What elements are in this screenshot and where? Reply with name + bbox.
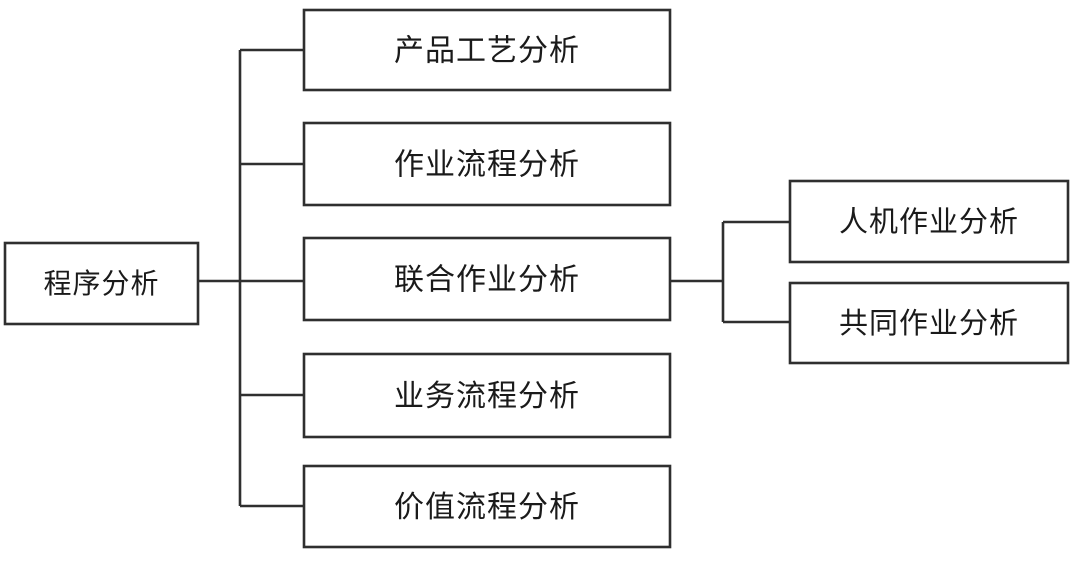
level1-node-label-1: 作业流程分析	[394, 149, 580, 182]
level1-node-label-0: 产品工艺分析	[394, 35, 580, 68]
level2-node-label-1: 共同作业分析	[839, 307, 1019, 340]
level1-node-box-2[interactable]	[302, 236, 672, 322]
level1-node-box-0[interactable]	[302, 8, 672, 92]
root-node-label: 程序分析	[43, 268, 159, 300]
level2-node-label-0: 人机作业分析	[839, 206, 1019, 239]
level1-node-box-3[interactable]	[302, 352, 672, 439]
level1-node-box-4[interactable]	[302, 464, 672, 549]
root-node-box[interactable]	[3, 241, 200, 326]
connectors-layer	[198, 48, 790, 508]
level1-node-box-1[interactable]	[302, 121, 672, 207]
level1-node-label-2: 联合作业分析	[394, 264, 580, 297]
boxes-layer	[3, 8, 1070, 549]
level1-node-label-3: 业务流程分析	[394, 380, 580, 413]
level2-node-box-1[interactable]	[788, 281, 1070, 365]
level1-node-label-4: 价值流程分析	[394, 491, 580, 524]
level2-node-box-0[interactable]	[788, 179, 1070, 264]
